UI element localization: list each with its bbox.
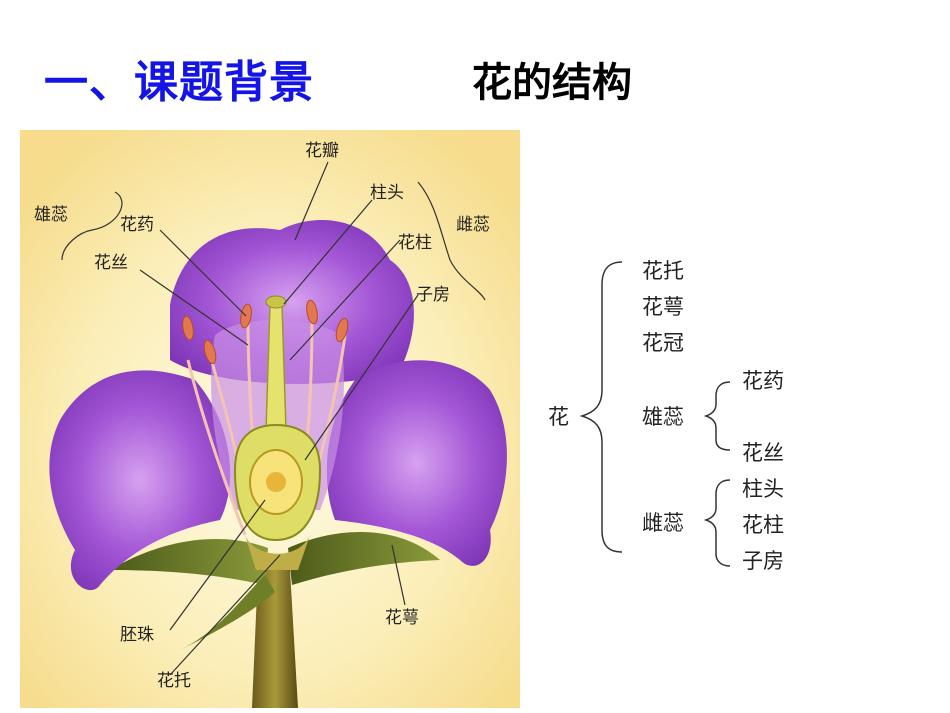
label-ovary: 子房 [416, 285, 450, 305]
label-receptacle: 花托 [157, 671, 191, 691]
tree-item-sepal: 花萼 [642, 295, 684, 319]
label-anther: 花药 [120, 215, 154, 235]
tree-root: 花 [548, 405, 569, 429]
tree-pistil: 雌蕊 [642, 511, 684, 535]
tree-stamen-filament: 花丝 [742, 441, 784, 465]
tree-item-corolla: 花冠 [642, 331, 684, 355]
label-style: 花柱 [398, 233, 432, 253]
tree-item-receptacle: 花托 [642, 259, 684, 283]
tree-stamen: 雄蕊 [642, 405, 684, 429]
page-subtitle: 花的结构 [472, 50, 632, 108]
tree-pistil-ovary: 子房 [742, 549, 784, 573]
label-pistil: 雌蕊 [456, 215, 490, 235]
label-sepal: 花萼 [385, 608, 419, 628]
tree-pistil-style: 花柱 [742, 513, 784, 537]
label-stamen: 雄蕊 [34, 205, 68, 225]
page-title: 一、课题背景 [44, 46, 314, 110]
stigma-shape [266, 296, 286, 308]
label-ovule: 胚珠 [120, 625, 154, 645]
flower-diagram: 花瓣 雄蕊 柱头 雌蕊 花药 花柱 花丝 子房 胚珠 花萼 花托 [20, 130, 520, 708]
label-filament: 花丝 [94, 253, 128, 273]
label-petal: 花瓣 [305, 141, 339, 161]
tree-stamen-anther: 花药 [742, 369, 784, 393]
structure-tree: 花 花托 花萼 花冠 雄蕊 花药 花丝 雌蕊 柱头 花柱 子房 [530, 240, 820, 580]
label-stigma: 柱头 [370, 183, 404, 203]
tree-pistil-stigma: 柱头 [742, 477, 784, 501]
pistil-style [266, 305, 286, 430]
ovule-center [266, 472, 286, 492]
